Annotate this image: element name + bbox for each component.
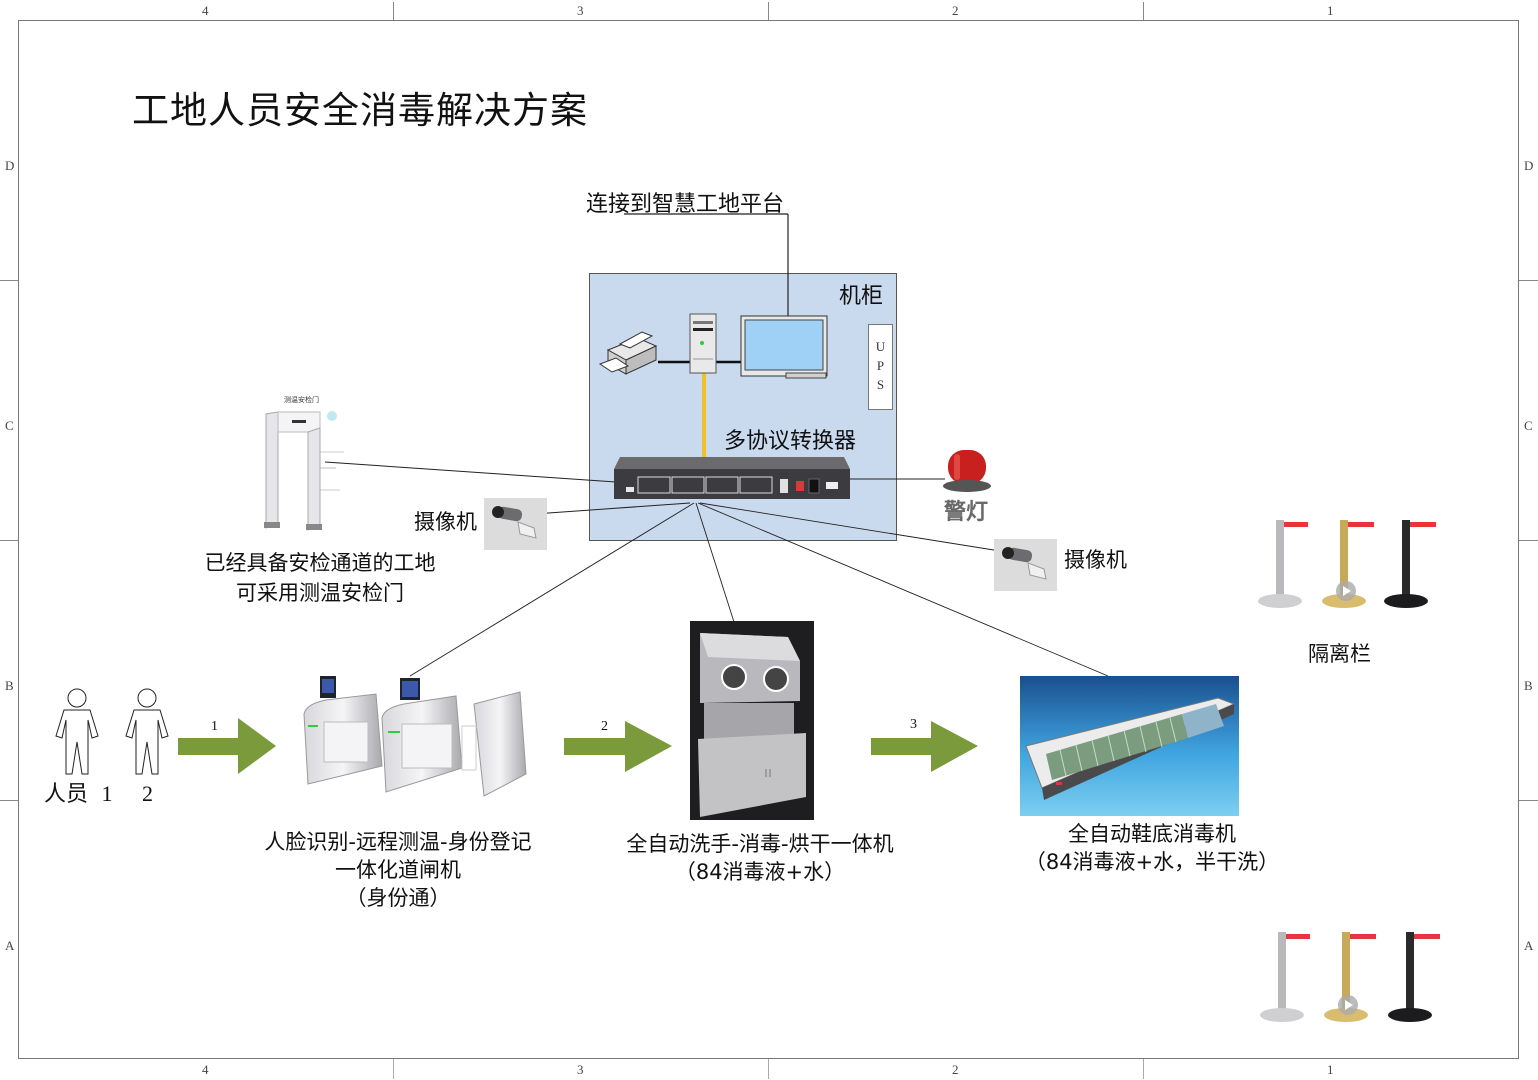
camera-icon (1002, 547, 1047, 580)
barrier-post-gold (1322, 520, 1374, 608)
people-figures (55, 688, 169, 775)
zone-col-4: 4 (202, 3, 209, 18)
zone-bar-left: D C B A (0, 20, 18, 1059)
turnstile-link (409, 502, 695, 677)
ups-letter-p: P (876, 358, 885, 373)
step-2-line2: （84消毒液+水） (674, 860, 846, 884)
people-label: 人员 1 2 (44, 776, 153, 808)
step-1-caption: 人脸识别-远程测温-身份登记 一体化道闸机 （身份通） (228, 828, 568, 912)
shoe-disinfector-link (697, 502, 1109, 677)
barrier-post-gold (1324, 932, 1376, 1022)
people-label-text: 人员 (44, 781, 89, 806)
camera-icon (492, 506, 537, 539)
security-gate-caption: 已经具备安检通道的工地 可采用测温安检门 (180, 548, 460, 608)
zone-bar-bottom: 4 3 2 1 (18, 1059, 1519, 1080)
shoe-disinfector-image (1020, 676, 1239, 816)
switch-ports (637, 476, 773, 494)
step-1-line3: （身份通） (345, 886, 451, 910)
zone-col-3-bottom: 3 (577, 1062, 584, 1077)
barrier-label: 隔离栏 (1308, 642, 1371, 666)
flow-arrow-2 (564, 721, 672, 772)
zone-col-1-bottom: 1 (1327, 1062, 1334, 1077)
alarm-light-icon (943, 450, 991, 492)
zone-row-d: D (5, 158, 15, 173)
pc-tower-icon (689, 313, 717, 374)
camera-left-link (519, 502, 691, 516)
zone-row-c-right: C (1524, 418, 1533, 433)
camera-right (994, 539, 1057, 591)
monitor-icon (740, 315, 828, 379)
zone-col-2: 2 (952, 3, 959, 18)
alarm-light-label: 警灯 (944, 500, 989, 525)
flow-arrow-3-number: 3 (910, 717, 917, 732)
zone-row-d-right: D (1524, 158, 1534, 173)
step-3-line1: 全自动鞋底消毒机 (1068, 822, 1236, 846)
security-gate-image-title: 测温安检门 (284, 396, 319, 404)
printer-icon (598, 331, 658, 375)
person-icon (125, 688, 169, 775)
security-gate-caption-line1: 已经具备安检通道的工地 (204, 551, 436, 575)
network-switch-icon (614, 457, 850, 499)
zone-col-2-bottom: 2 (952, 1062, 959, 1077)
barrier-post-silver (1260, 932, 1310, 1022)
barrier-post-silver (1258, 520, 1308, 608)
flow-arrow-3 (871, 721, 978, 772)
zone-col-3: 3 (577, 3, 584, 18)
zone-row-a: A (5, 938, 15, 953)
barrier-image-top (1258, 520, 1436, 608)
page-title: 工地人员安全消毒解决方案 (132, 89, 588, 132)
zone-row-c: C (5, 418, 14, 433)
barrier-post-black (1388, 932, 1440, 1022)
security-gate-image (264, 411, 344, 531)
person-number-2: 2 (142, 781, 154, 806)
zone-col-4-bottom: 4 (202, 1062, 209, 1077)
platform-label: 连接到智慧工地平台 (586, 191, 785, 216)
zone-row-b: B (5, 678, 14, 693)
step-1-line1: 人脸识别-远程测温-身份登记 (264, 830, 532, 854)
ups-letter-s: S (876, 377, 885, 392)
zone-row-a-right: A (1524, 938, 1534, 953)
flow-arrow-1-number: 1 (211, 719, 218, 734)
cabinet-label: 机柜 (839, 284, 884, 309)
barrier-image-bottom (1260, 932, 1440, 1022)
person-number-1: 1 (101, 781, 113, 806)
person-icon (55, 688, 99, 775)
handwash-link (695, 502, 735, 623)
step-2-line1: 全自动洗手-消毒-烘干一体机 (626, 832, 894, 856)
zone-bar-right: D C B A (1519, 20, 1538, 1059)
barrier-post-black (1384, 520, 1436, 608)
step-3-caption: 全自动鞋底消毒机 （84消毒液+水，半干洗） (1002, 820, 1302, 876)
camera-left-label: 摄像机 (414, 510, 477, 534)
step-3-line2: （84消毒液+水，半干洗） (1024, 850, 1280, 874)
converter-label: 多协议转换器 (724, 429, 857, 454)
zone-row-b-right: B (1524, 678, 1533, 693)
drawing-frame (18, 20, 1519, 1059)
step-1-line2: 一体化道闸机 (335, 858, 461, 882)
step-2-caption: 全自动洗手-消毒-烘干一体机 （84消毒液+水） (590, 830, 930, 886)
flow-arrow-1 (178, 718, 276, 774)
security-gate-link (324, 461, 617, 483)
security-gate-caption-line2: 可采用测温安检门 (236, 581, 404, 605)
shoe-disinfector-icon (1025, 697, 1236, 800)
handwash-machine-image (690, 621, 814, 820)
ups-letter-u: U (875, 339, 886, 354)
handwash-machine-icon (698, 633, 806, 817)
camera-right-link (699, 502, 1001, 552)
flow-arrow-2-number: 2 (601, 719, 608, 734)
turnstile-image (303, 676, 527, 797)
zone-bar-top: 4 3 2 1 (18, 0, 1519, 20)
zone-col-1: 1 (1327, 3, 1334, 18)
ups-unit: U P S (868, 324, 893, 410)
camera-left (484, 498, 547, 550)
camera-right-label: 摄像机 (1064, 548, 1127, 572)
